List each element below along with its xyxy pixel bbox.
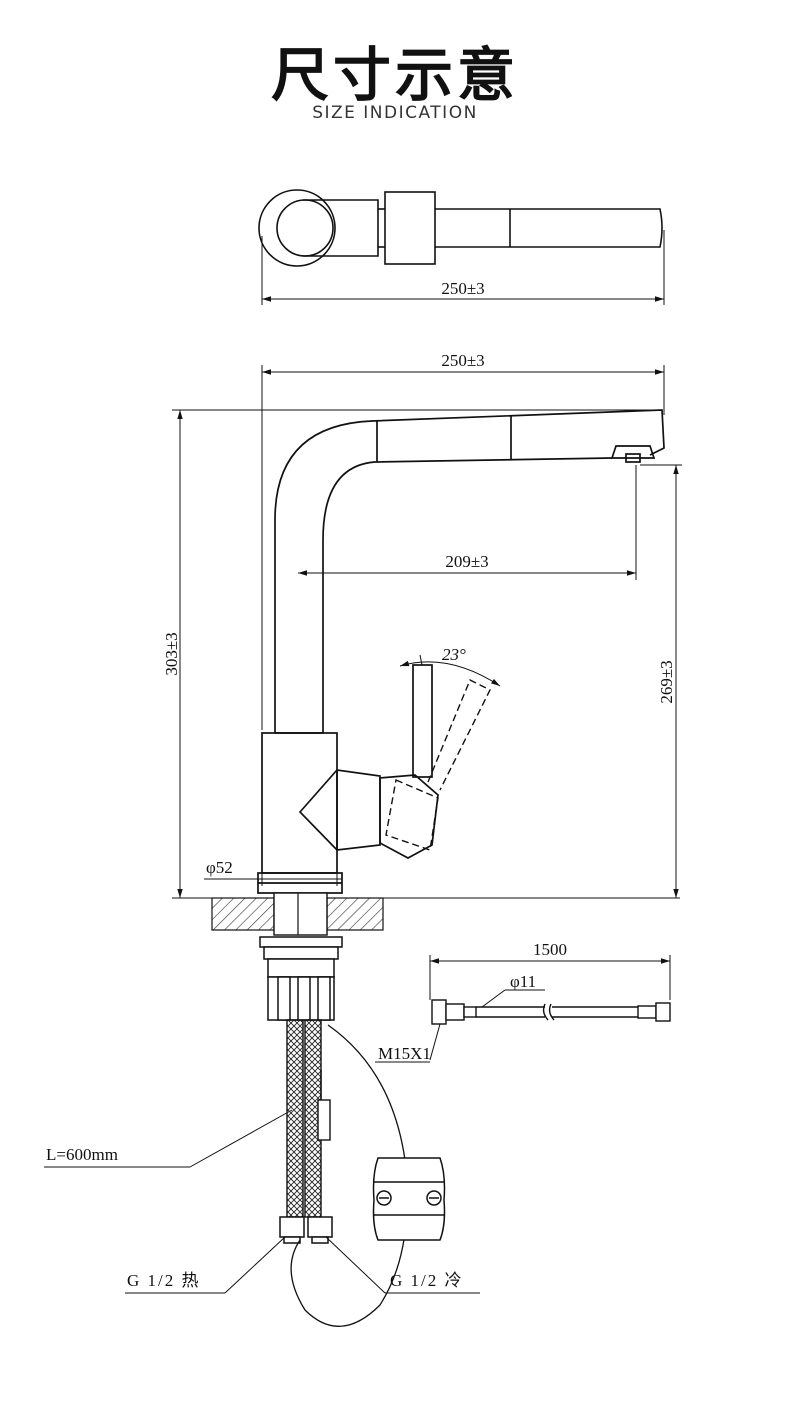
supply-hose-length-label: L=600mm bbox=[46, 1145, 118, 1164]
spout-outer bbox=[274, 409, 665, 733]
lever-housing bbox=[298, 769, 381, 851]
spout-inner bbox=[322, 457, 613, 733]
faucet-side-view bbox=[257, 409, 665, 894]
lever-angle-label: 23° bbox=[442, 645, 466, 664]
mounting-nut bbox=[259, 936, 343, 1021]
countertop-left bbox=[211, 897, 275, 931]
spout-reach-dimension bbox=[298, 465, 637, 580]
hose-weight bbox=[372, 1157, 446, 1241]
top-view-base-outer bbox=[258, 189, 336, 267]
spout-height-dimension bbox=[640, 464, 682, 898]
top-view-spout-body bbox=[435, 208, 663, 248]
side-width-dimension bbox=[261, 365, 665, 730]
supply-hoses bbox=[286, 1019, 331, 1218]
lever-angle-indicator bbox=[399, 654, 501, 687]
supply-hose-hot bbox=[286, 1019, 304, 1218]
total-height-dimension bbox=[172, 409, 680, 899]
lever-handle bbox=[379, 774, 439, 859]
lever-stem bbox=[412, 664, 433, 778]
base-diameter-dimension bbox=[204, 870, 342, 886]
hose-diameter-label: φ11 bbox=[510, 972, 536, 991]
hose-length-dimension bbox=[429, 955, 671, 1000]
pull-out-hose-loop bbox=[290, 1024, 408, 1327]
top-view-dimension bbox=[261, 230, 665, 305]
base-diameter-label: φ52 bbox=[206, 858, 233, 877]
hose-thread-leader bbox=[375, 1023, 441, 1063]
top-view-length-label: 250±3 bbox=[441, 279, 484, 298]
page-title: 尺寸示意 bbox=[270, 41, 519, 109]
lever-rotated-position bbox=[385, 679, 491, 851]
total-height-label: 303±3 bbox=[162, 632, 181, 675]
inlet-leaders bbox=[125, 1236, 480, 1294]
countertop bbox=[211, 892, 384, 936]
check-valve bbox=[317, 1099, 331, 1141]
mounting-shank bbox=[273, 892, 328, 936]
page-subtitle: SIZE INDICATION bbox=[312, 103, 478, 123]
top-view-lever-block bbox=[384, 191, 436, 265]
side-view-length-label: 250±3 bbox=[441, 351, 484, 370]
spray-outlet bbox=[610, 445, 656, 459]
hose-length-label: 1500 bbox=[533, 940, 567, 959]
hose-thread-label: M15X1 bbox=[378, 1044, 431, 1063]
faucet-base-body bbox=[261, 732, 338, 874]
top-view-spout-neck bbox=[303, 199, 379, 257]
hose-diameter-leader bbox=[481, 989, 545, 1008]
pull-out-hose-detail bbox=[431, 999, 671, 1025]
countertop-right bbox=[326, 897, 384, 931]
cold-inlet-label: G 1/2 冷 bbox=[390, 1271, 464, 1290]
supply-hose-leader bbox=[44, 1109, 293, 1168]
spout-reach-label: 209±3 bbox=[445, 552, 488, 571]
hose-fittings bbox=[279, 1216, 333, 1244]
top-view-base-inner bbox=[276, 199, 334, 257]
spout-height-label: 269±3 bbox=[657, 660, 676, 703]
hot-inlet-label: G 1/2 热 bbox=[127, 1271, 201, 1290]
top-view bbox=[258, 189, 663, 267]
